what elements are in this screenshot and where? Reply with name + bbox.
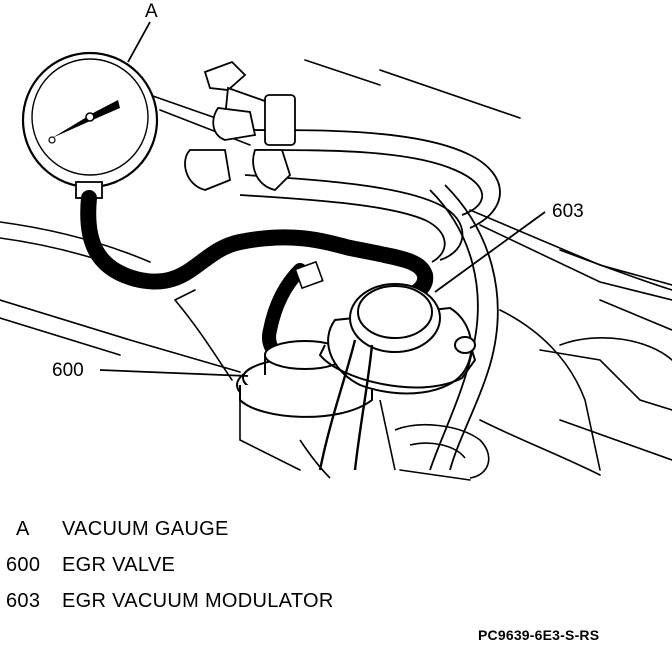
legend-description: EGR VACUUM MODULATOR bbox=[62, 590, 334, 612]
lower-engine-parts bbox=[299, 399, 490, 479]
egr-vacuum-modulator bbox=[318, 283, 477, 471]
vacuum-hoses bbox=[239, 129, 501, 471]
legend-description: VACUUM GAUGE bbox=[62, 518, 229, 540]
engine-background-lines bbox=[0, 59, 672, 481]
callout-label-modulator: 603 bbox=[552, 201, 584, 222]
legend-key: 603 bbox=[6, 590, 41, 612]
callout-leaders bbox=[99, 21, 546, 377]
engine-illustration: A 600 603 bbox=[0, 1, 672, 481]
legend-description: EGR VALVE bbox=[62, 554, 176, 576]
hose-fittings bbox=[184, 60, 296, 191]
leader-gauge bbox=[127, 21, 151, 63]
legend-key: 600 bbox=[6, 554, 41, 576]
leader-modulator bbox=[434, 211, 546, 293]
vacuum-gauge bbox=[21, 51, 159, 199]
figure-code: PC9639-6E3-S-RS bbox=[478, 627, 600, 643]
legend-key: A bbox=[16, 518, 30, 540]
callout-label-egr-valve: 600 bbox=[52, 360, 84, 381]
leader-egr-valve bbox=[99, 369, 249, 377]
callout-label-gauge: A bbox=[145, 1, 158, 22]
